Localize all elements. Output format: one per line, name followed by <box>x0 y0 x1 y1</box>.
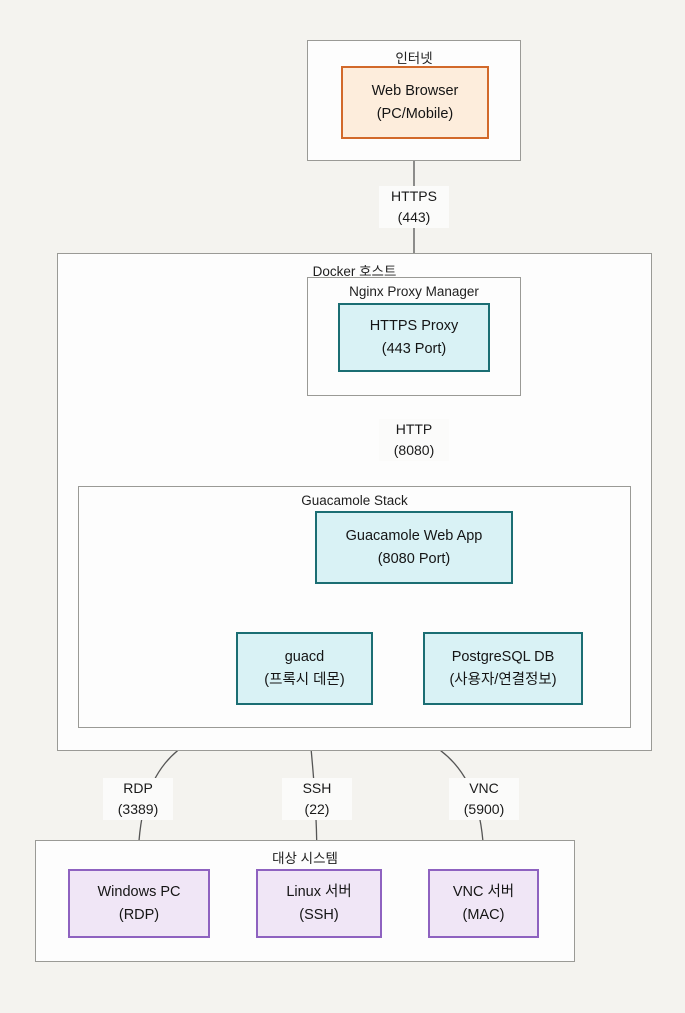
group-target-systems-title: 대상 시스템 <box>272 851 338 866</box>
node-vnc-server-line1: VNC 서버 <box>452 884 515 901</box>
node-web-browser-line2: (PC/Mobile) <box>376 105 454 122</box>
edge-label-https: HTTPS (443) <box>379 186 449 228</box>
node-guacamole-web-app[interactable]: Guacamole Web App (8080 Port) <box>315 511 513 584</box>
group-nginx-proxy-manager-title: Nginx Proxy Manager <box>349 284 479 299</box>
node-windows-pc-line1: Windows PC <box>97 884 181 901</box>
node-guacamole-web-app-line2: (8080 Port) <box>377 550 451 567</box>
edge-label-vnc-port: (5900) <box>449 799 519 820</box>
group-guacamole-stack-title: Guacamole Stack <box>301 493 408 508</box>
node-vnc-server[interactable]: VNC 서버 (MAC) <box>428 869 539 938</box>
node-vnc-server-line2: (MAC) <box>462 906 505 923</box>
edge-label-ssh: SSH (22) <box>282 778 352 820</box>
node-windows-pc[interactable]: Windows PC (RDP) <box>68 869 210 938</box>
edge-label-http-port: (8080) <box>379 440 449 461</box>
edge-label-rdp-port: (3389) <box>103 799 173 820</box>
node-web-browser-line1: Web Browser <box>371 83 459 100</box>
node-linux-server[interactable]: Linux 서버 (SSH) <box>256 869 382 938</box>
node-https-proxy-line2: (443 Port) <box>381 340 447 357</box>
edge-label-rdp: RDP (3389) <box>103 778 173 820</box>
node-windows-pc-line2: (RDP) <box>118 906 160 923</box>
node-guacd-line1: guacd <box>284 649 325 666</box>
node-guacd[interactable]: guacd (프록시 데몬) <box>236 632 373 705</box>
edge-label-vnc: VNC (5900) <box>449 778 519 820</box>
node-guacamole-web-app-line1: Guacamole Web App <box>345 528 483 545</box>
node-https-proxy-line1: HTTPS Proxy <box>369 318 459 335</box>
node-postgresql-db-line2: (사용자/연결정보) <box>449 671 557 688</box>
node-linux-server-line1: Linux 서버 <box>286 884 352 901</box>
group-docker-host-title: Docker 호스트 <box>312 264 397 279</box>
node-postgresql-db-line1: PostgreSQL DB <box>451 649 555 666</box>
edge-label-http-protocol: HTTP <box>379 419 449 440</box>
edge-label-http: HTTP (8080) <box>379 419 449 461</box>
edge-label-rdp-protocol: RDP <box>103 778 173 799</box>
edge-label-https-port: (443) <box>379 207 449 228</box>
node-guacd-line2: (프록시 데몬) <box>264 671 345 688</box>
edge-label-ssh-protocol: SSH <box>282 778 352 799</box>
node-linux-server-line2: (SSH) <box>299 906 339 923</box>
edge-label-https-protocol: HTTPS <box>379 186 449 207</box>
node-postgresql-db[interactable]: PostgreSQL DB (사용자/연결정보) <box>423 632 583 705</box>
edge-label-vnc-protocol: VNC <box>449 778 519 799</box>
group-internet-title: 인터넷 <box>395 51 433 66</box>
node-web-browser[interactable]: Web Browser (PC/Mobile) <box>341 66 489 139</box>
edge-label-ssh-port: (22) <box>282 799 352 820</box>
node-https-proxy[interactable]: HTTPS Proxy (443 Port) <box>338 303 490 372</box>
